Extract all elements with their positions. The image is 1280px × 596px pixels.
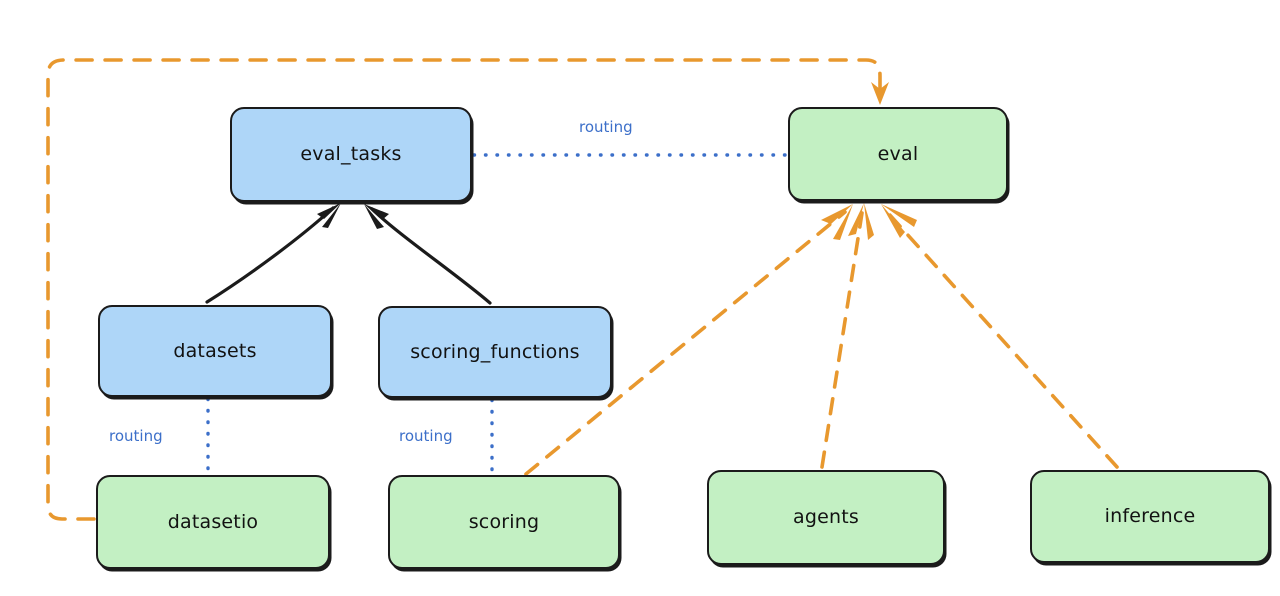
node-datasetio[interactable]: datasetio: [96, 475, 330, 569]
node-agents[interactable]: agents: [707, 470, 945, 565]
node-scoring[interactable]: scoring: [388, 475, 620, 569]
node-inference[interactable]: inference: [1030, 470, 1270, 563]
node-label: datasetio: [167, 510, 259, 533]
node-eval-tasks[interactable]: eval_tasks: [230, 107, 472, 202]
edge-inference-to-eval: [881, 204, 1119, 469]
edge-agents-to-eval: [820, 203, 874, 469]
node-label: eval: [877, 142, 919, 165]
node-label: scoring: [468, 510, 540, 533]
edge-datasetio-to-eval: [46, 58, 889, 521]
node-label: eval_tasks: [300, 143, 402, 166]
edge-scoring-functions-to-eval-tasks: [364, 204, 492, 305]
node-label: inference: [1104, 505, 1196, 528]
edge-label-routing-eval-tasks-eval: routing: [579, 118, 633, 136]
node-label: agents: [793, 506, 859, 529]
node-label: scoring_functions: [410, 340, 580, 363]
edge-datasets-to-eval-tasks: [205, 203, 341, 304]
edge-label-routing-datasets-datasetio: routing: [109, 427, 163, 445]
edge-scoring-to-eval: [524, 204, 853, 476]
node-datasets[interactable]: datasets: [98, 305, 332, 397]
node-eval[interactable]: eval: [788, 107, 1008, 201]
edge-label-routing-scoring-functions-scoring: routing: [399, 427, 453, 445]
node-scoring-functions[interactable]: scoring_functions: [378, 306, 612, 398]
node-label: datasets: [173, 339, 257, 362]
